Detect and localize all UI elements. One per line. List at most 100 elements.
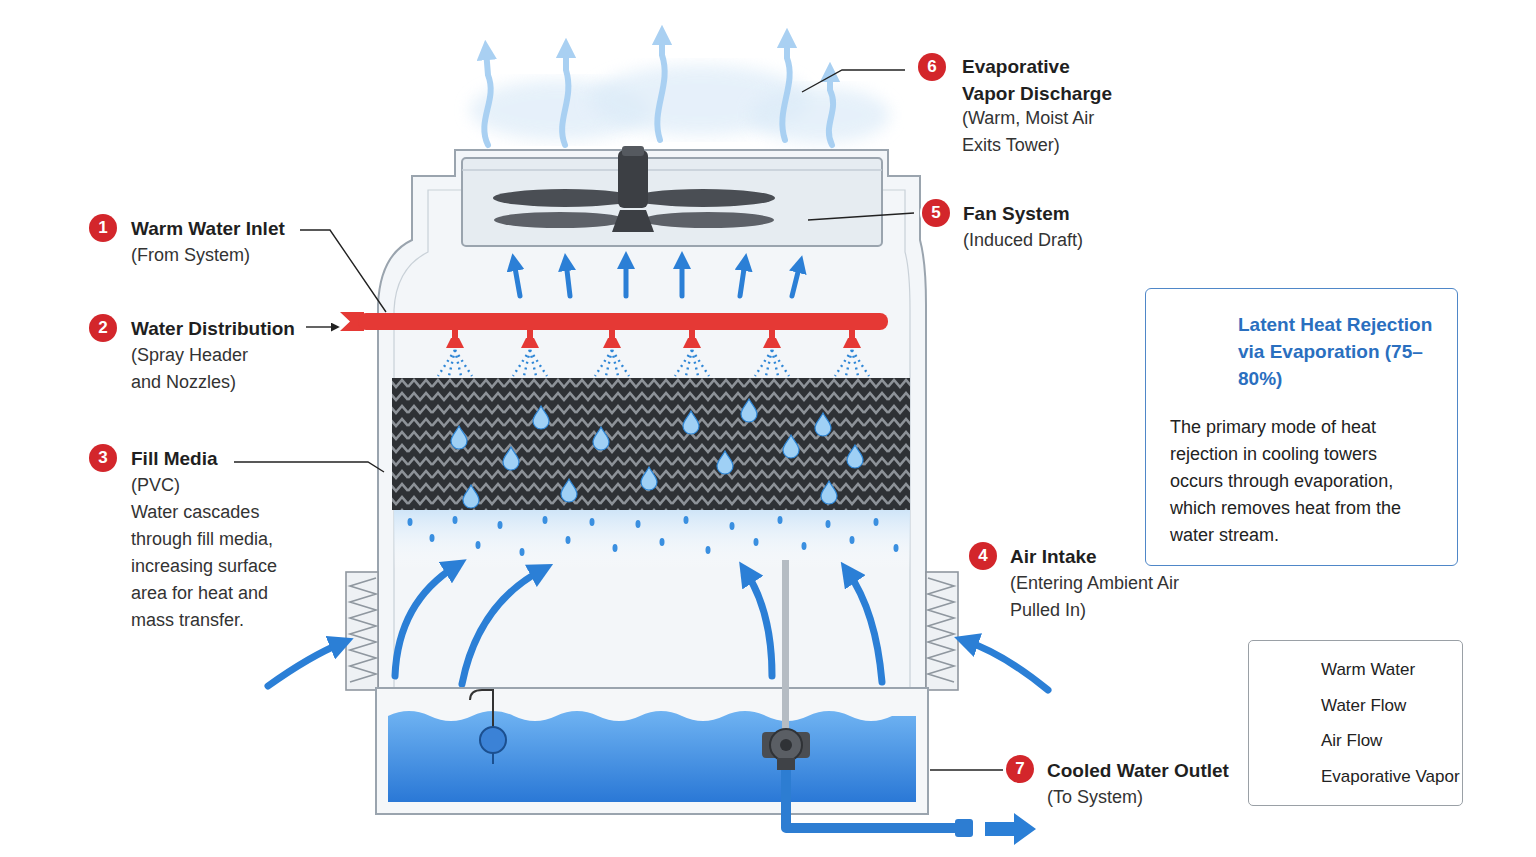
air-flow-arrow-part — [680, 260, 685, 296]
rain-zone-part-part — [520, 548, 525, 556]
part-name: Water Distribution — [131, 315, 391, 342]
pump-part — [777, 758, 795, 770]
info-heading: Latent Heat Rejection via Evaporation (7… — [1238, 311, 1460, 392]
rain-zone-part-part — [613, 544, 618, 552]
rain-zone-part-part — [706, 546, 711, 554]
fan-part — [493, 189, 637, 207]
water-droplet-part — [463, 485, 479, 508]
spray-nozzle-part — [843, 338, 861, 348]
rain-zone-part-part — [874, 518, 879, 526]
spray-nozzle-part — [446, 338, 464, 348]
water-droplet-part — [783, 435, 799, 458]
rain-zone-part-part — [636, 520, 641, 528]
legend-label: Warm Water — [1321, 659, 1415, 681]
water-droplet-part — [641, 467, 657, 490]
water-spray-part — [513, 350, 547, 376]
rain-zone-part-part — [778, 516, 783, 524]
spray-nozzle-part — [763, 338, 781, 348]
air-intake-arrow-part — [268, 643, 342, 686]
air-louver-part — [928, 578, 954, 682]
vapor-arrow-part — [484, 50, 490, 145]
air-louver-part — [346, 572, 378, 690]
air-flow-arrow-part — [514, 262, 520, 296]
water-droplet-part — [503, 447, 519, 470]
spray-nozzle-part — [603, 338, 621, 348]
water-droplet — [451, 399, 863, 508]
water-spray-part — [675, 350, 709, 376]
spray-nozzle-part — [849, 329, 855, 339]
fan-shroud-part — [462, 158, 882, 246]
part-note: (Induced Draft) — [963, 227, 1183, 254]
air-intake-arrow — [268, 566, 1048, 690]
tower-body — [378, 150, 926, 690]
air-flow-arrow — [514, 260, 800, 296]
tower-body-part — [378, 150, 926, 690]
water-droplet-part — [741, 399, 757, 422]
spray-nozzle-part — [609, 329, 615, 339]
rain-zone-part — [394, 510, 910, 570]
air-flow-arrow-part — [566, 262, 570, 296]
air-intake-arrow-part — [848, 572, 882, 682]
info-box: Latent Heat Rejection via Evaporation (7… — [1145, 288, 1458, 566]
air-intake-arrow-part — [395, 566, 456, 676]
rain-zone-part-part — [566, 536, 571, 544]
air-intake-arrow-part — [462, 570, 542, 684]
rain-zone-part-part — [730, 522, 735, 530]
spray-header-part — [358, 313, 888, 330]
leader-line-part — [930, 769, 1003, 770]
pump-part — [782, 560, 789, 732]
water-droplet-part — [451, 426, 467, 449]
rain-zone-part-part — [754, 538, 759, 546]
air-flow-arrow-part — [740, 262, 745, 296]
part-note: (To System) — [1047, 784, 1277, 811]
legend-box: Warm WaterWater FlowAir FlowEvaporative … — [1248, 640, 1463, 806]
leader-line — [234, 70, 1003, 770]
rain-zone — [394, 510, 910, 570]
fill-media — [392, 378, 910, 510]
float-valve-part — [480, 727, 506, 753]
part-description: Water cascades through fill media, incre… — [131, 499, 301, 634]
spray-header — [340, 312, 888, 331]
rain-zone-part-part — [590, 518, 595, 526]
cold-water-basin — [376, 688, 928, 814]
water-spray — [438, 350, 869, 376]
leader-line-part — [300, 230, 386, 312]
cold-water-basin-part — [388, 711, 916, 802]
fan-shroud — [462, 158, 882, 246]
water-droplet-part — [683, 411, 699, 434]
rain-zone-part-part — [684, 516, 689, 524]
part-name: Warm Water Inlet — [131, 215, 391, 242]
fan-part — [622, 146, 644, 156]
pump-part — [780, 739, 792, 751]
leader-line-part — [306, 326, 338, 327]
rain-zone-part-part — [660, 538, 665, 546]
fill-media-part — [392, 378, 910, 510]
vapor-arrow-part — [829, 72, 833, 145]
fan-part — [494, 212, 626, 228]
spray-nozzle — [446, 329, 861, 348]
leader-line-part — [234, 462, 384, 472]
part-note: (From System) — [131, 242, 391, 269]
fan-shroud-part — [462, 169, 882, 171]
fan-part — [618, 150, 648, 208]
spray-nozzle-part — [452, 329, 458, 339]
callout-number: 6 — [918, 53, 946, 81]
fan — [493, 146, 775, 232]
callout-number: 1 — [89, 214, 117, 242]
part-note: (PVC) — [131, 472, 331, 499]
pump — [762, 560, 810, 770]
part-note: (Warm, Moist Air Exits Tower) — [962, 105, 1127, 159]
rain-zone-part-part — [894, 544, 899, 552]
rain-zone-part — [408, 516, 899, 556]
leader-line-part — [808, 213, 914, 220]
callout-number: 3 — [89, 444, 117, 472]
outlet-pipe-part — [985, 813, 1036, 845]
part-name: Evaporative Vapor Discharge — [962, 53, 1127, 107]
water-spray-part — [835, 350, 869, 376]
water-droplet-part — [821, 481, 837, 504]
info-body: The primary mode of heat rejection in co… — [1170, 414, 1432, 549]
water-droplet-part — [533, 406, 549, 429]
cold-water-basin-part — [376, 688, 928, 814]
legend-label: Air Flow — [1321, 730, 1382, 752]
